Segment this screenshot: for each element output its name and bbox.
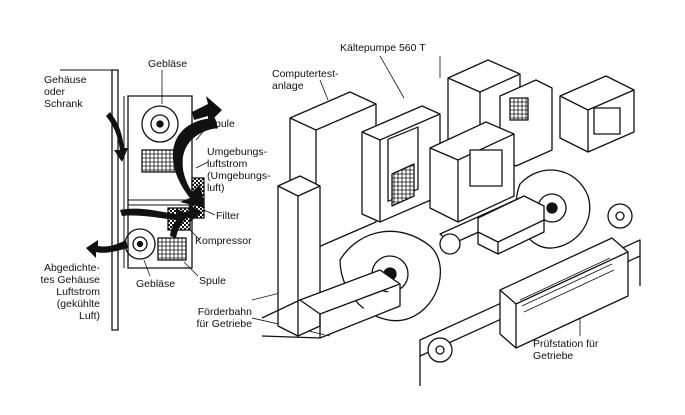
cabinet-wall: [111, 69, 119, 331]
label-cooling-pump: Kältepumpe 560 T: [340, 42, 426, 54]
arrow-in-left: [106, 112, 128, 162]
label-compressor: Kompressor: [195, 235, 252, 247]
label-coil-top: Spule: [208, 118, 235, 130]
test-line-drawing: [261, 59, 641, 386]
arrow-mid: [120, 208, 190, 224]
arrow-ambient-curve: [172, 118, 218, 208]
label-fan-top: Gebläse: [148, 58, 188, 70]
airflow-arrows: [86, 96, 222, 258]
bottom-coil: [157, 237, 187, 261]
arrow-out-top: [192, 96, 222, 124]
arrow-return: [170, 204, 202, 238]
label-fan-bottom: Gebläse: [136, 278, 176, 290]
label-filter: Filter: [216, 210, 240, 222]
label-ambient-air: Umgebungs-luftstrom(Umgebungs-luft): [207, 146, 271, 194]
top-fan: [141, 105, 179, 143]
label-computer-test: Computertest-anlage: [272, 68, 339, 92]
left-pillar: [277, 175, 321, 337]
arrow-out-bottom: [86, 240, 128, 258]
label-coil-bottom: Spule: [199, 275, 226, 287]
right-monitor-screen: [593, 107, 621, 135]
middle-monitor-screen: [469, 149, 503, 187]
